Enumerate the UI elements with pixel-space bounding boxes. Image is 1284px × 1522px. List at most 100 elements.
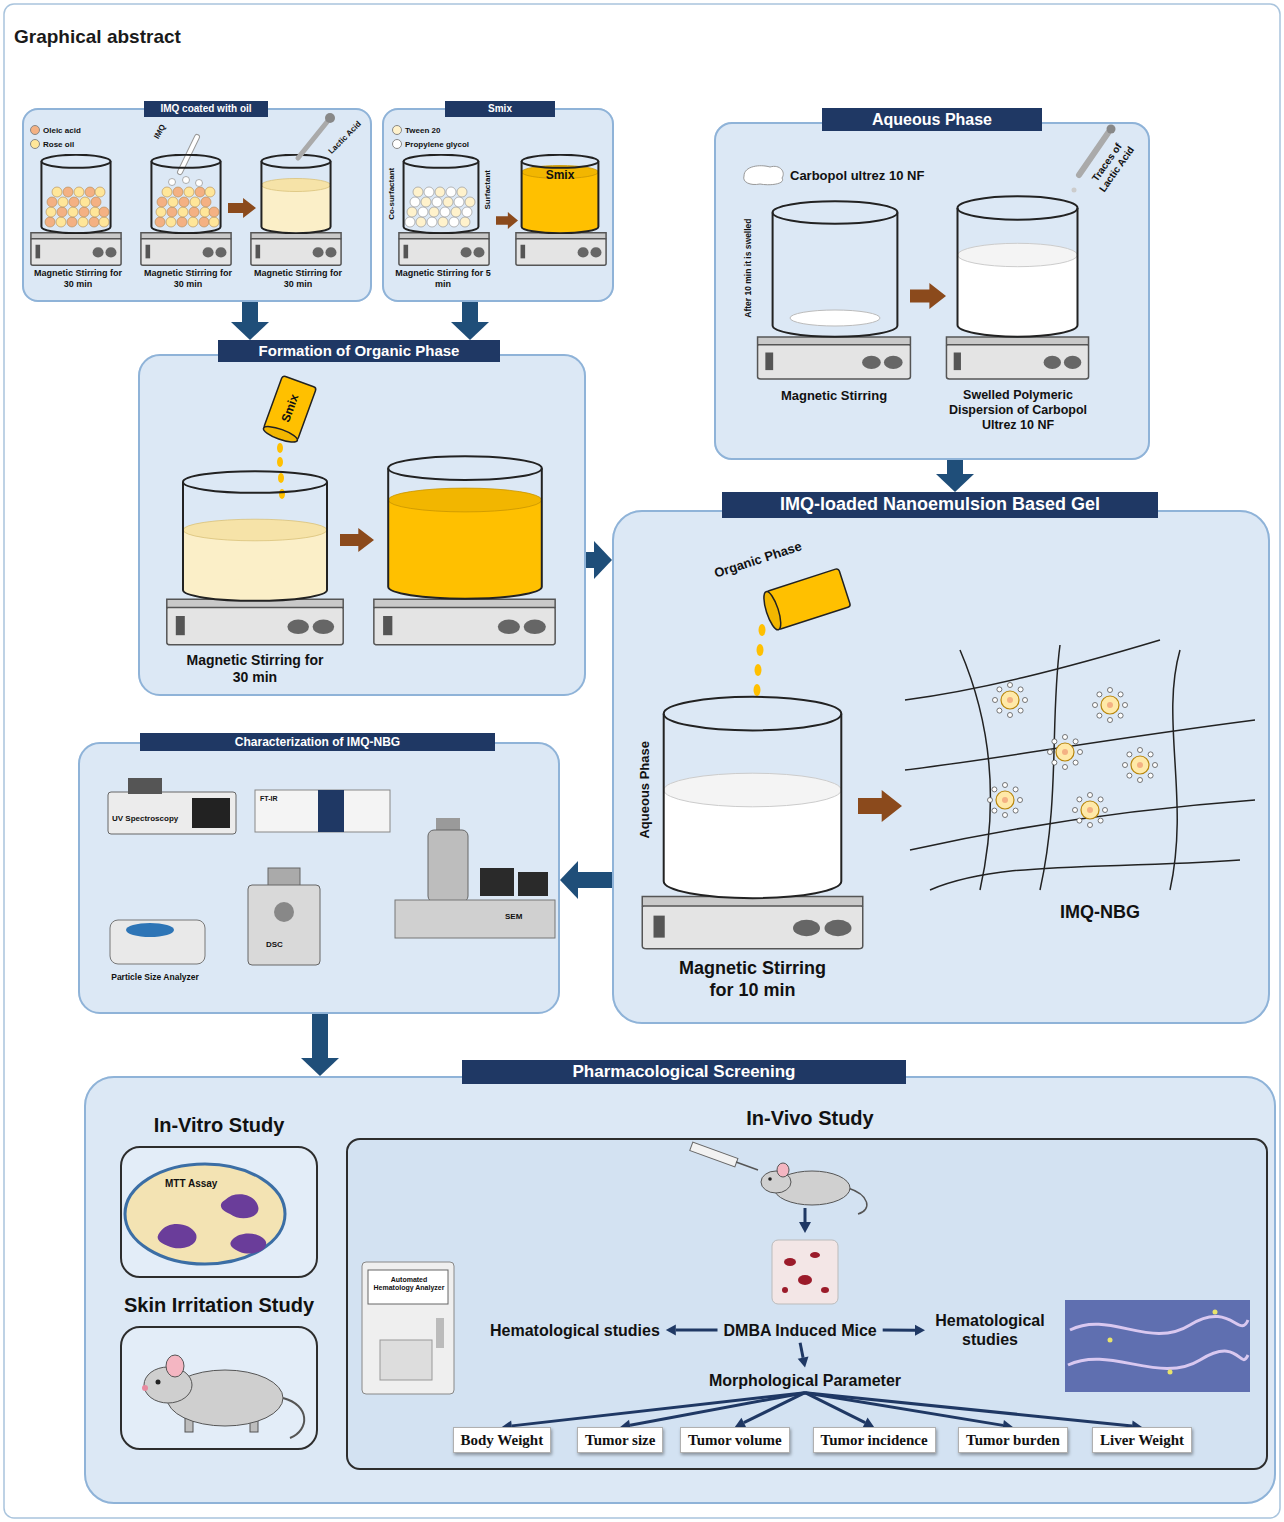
arrow-shaft	[630, 1393, 805, 1425]
smix-beakers	[413, 187, 423, 197]
organic-phase-beakers	[262, 376, 317, 446]
instrument-drawings	[248, 885, 320, 965]
flow-arrow	[231, 302, 269, 340]
smix-beakers	[399, 155, 606, 265]
oil-beakers	[99, 217, 109, 227]
organic-phase-beakers	[262, 423, 299, 445]
oil-beakers	[200, 207, 210, 217]
arrow-shaft	[676, 1329, 718, 1332]
organic-phase-beakers	[340, 528, 374, 552]
arrow-shaft	[805, 1393, 1132, 1426]
organic-phase-beakers	[388, 456, 542, 598]
in-vivo-drawing	[772, 1240, 838, 1304]
oil-beakers	[168, 197, 178, 207]
smix-beakers	[410, 197, 420, 207]
panel-ground	[78, 742, 560, 1014]
oil-beakers	[157, 197, 167, 207]
instrument-drawings	[108, 792, 236, 834]
smix-beakers	[446, 187, 456, 197]
panel-heading: Smix	[445, 101, 555, 117]
smix-beakers	[460, 217, 470, 227]
smix-beakers	[435, 187, 445, 197]
mouse-drawing	[283, 1398, 304, 1438]
parameter-box: Body Weight	[453, 1427, 552, 1453]
label-text: After 10 min it is swelled	[743, 200, 753, 336]
in-vivo-drawing	[784, 1258, 796, 1266]
oil-beakers	[177, 217, 187, 227]
nanoemulsion-gel-drawing	[754, 684, 761, 696]
oil-beakers	[91, 197, 101, 207]
oil-beakers	[173, 187, 183, 197]
organic-phase-beakers	[167, 376, 555, 645]
label-text: Carbopol ultrez 10 NF	[790, 168, 990, 184]
arrow-head	[560, 861, 578, 899]
in-vivo-drawing	[362, 1142, 1250, 1394]
smix-beakers	[416, 217, 426, 227]
oil-beakers	[31, 233, 121, 265]
nanoemulsion-gel-drawing	[858, 790, 902, 822]
oil-beakers	[89, 217, 99, 227]
mtt-cell-drawing	[125, 1164, 285, 1264]
nanoemulsion-gel-drawing	[960, 650, 990, 890]
in-vivo-drawing	[1065, 1300, 1250, 1392]
arrow-shaft	[312, 1014, 328, 1058]
arrow-shaft	[242, 302, 258, 322]
legend-text: Rose oil	[43, 140, 74, 149]
instrument-drawings	[192, 798, 230, 828]
in-vivo-drawing	[821, 1287, 829, 1293]
in-vivo-drawing	[436, 1318, 444, 1348]
organic-phase-beakers	[167, 599, 343, 645]
oil-beakers	[90, 207, 100, 217]
label-text: Skin Irritation Study	[94, 1293, 344, 1317]
oil-beakers	[69, 197, 79, 207]
label-text: Organic Phase	[699, 534, 818, 586]
label-text: Aqueous Phase	[637, 730, 653, 850]
arrow-head	[915, 1325, 925, 1336]
panel-heading: Characterization of IMQ-NBG	[140, 733, 495, 751]
label-text: IMQ-NBG	[1040, 902, 1160, 924]
flow-arrow	[451, 302, 489, 340]
mtt-cell-drawing	[125, 1164, 285, 1264]
panel-ground	[22, 108, 372, 302]
mtt-cell-drawing	[221, 1194, 259, 1218]
smix-beakers	[404, 155, 479, 234]
oil-beakers	[190, 197, 200, 207]
nanoemulsion-gel-drawing	[755, 664, 762, 676]
mtt-cell-drawing	[158, 1224, 197, 1248]
in-vivo-drawing	[810, 1252, 820, 1258]
smix-beakers	[522, 155, 599, 234]
label-text: Liver Weight	[1100, 1431, 1184, 1449]
process-panel: IMQ coated with oilIMQLactic AcidMagneti…	[22, 108, 372, 302]
oil-beakers	[45, 187, 219, 227]
label-text: FT-IR	[260, 795, 296, 803]
oil-beakers	[41, 155, 110, 234]
smix-beakers	[443, 197, 453, 207]
panel-heading: Formation of Organic Phase	[218, 340, 500, 362]
flow-arrow	[805, 1393, 1142, 1432]
nanoemulsion-gel-drawing	[757, 644, 764, 656]
oil-beakers	[78, 217, 88, 227]
instrument-drawings	[108, 778, 555, 965]
carbopol-beakers	[1107, 125, 1116, 134]
arrow-shaft	[586, 552, 594, 568]
label-text: Tumor size	[585, 1431, 655, 1449]
oil-beakers	[68, 207, 78, 217]
oil-beakers	[85, 187, 95, 197]
nanoemulsion-gel-drawing	[664, 773, 842, 807]
oil-beakers	[79, 207, 89, 217]
legend-item: Propylene glycol	[392, 139, 469, 149]
smix-beakers	[427, 217, 437, 227]
oil-beakers	[166, 217, 176, 227]
label-text: Magnetic Stirring for 30 min	[185, 652, 325, 686]
flow-arrow	[502, 1393, 805, 1432]
label-text: Magnetic Stirring	[754, 388, 914, 404]
in-vivo-drawing	[1108, 1338, 1113, 1343]
nanoemulsion-gel-drawing	[905, 640, 1160, 700]
oil-beakers	[155, 217, 165, 227]
flow-arrow	[798, 1343, 809, 1368]
legend-swatch	[392, 125, 402, 135]
parameter-box: Tumor size	[577, 1427, 663, 1453]
instrument-drawings	[318, 790, 344, 832]
step-label: DMBA Induced Mice	[718, 1318, 883, 1343]
label-text: Hematological studies	[931, 1311, 1049, 1349]
